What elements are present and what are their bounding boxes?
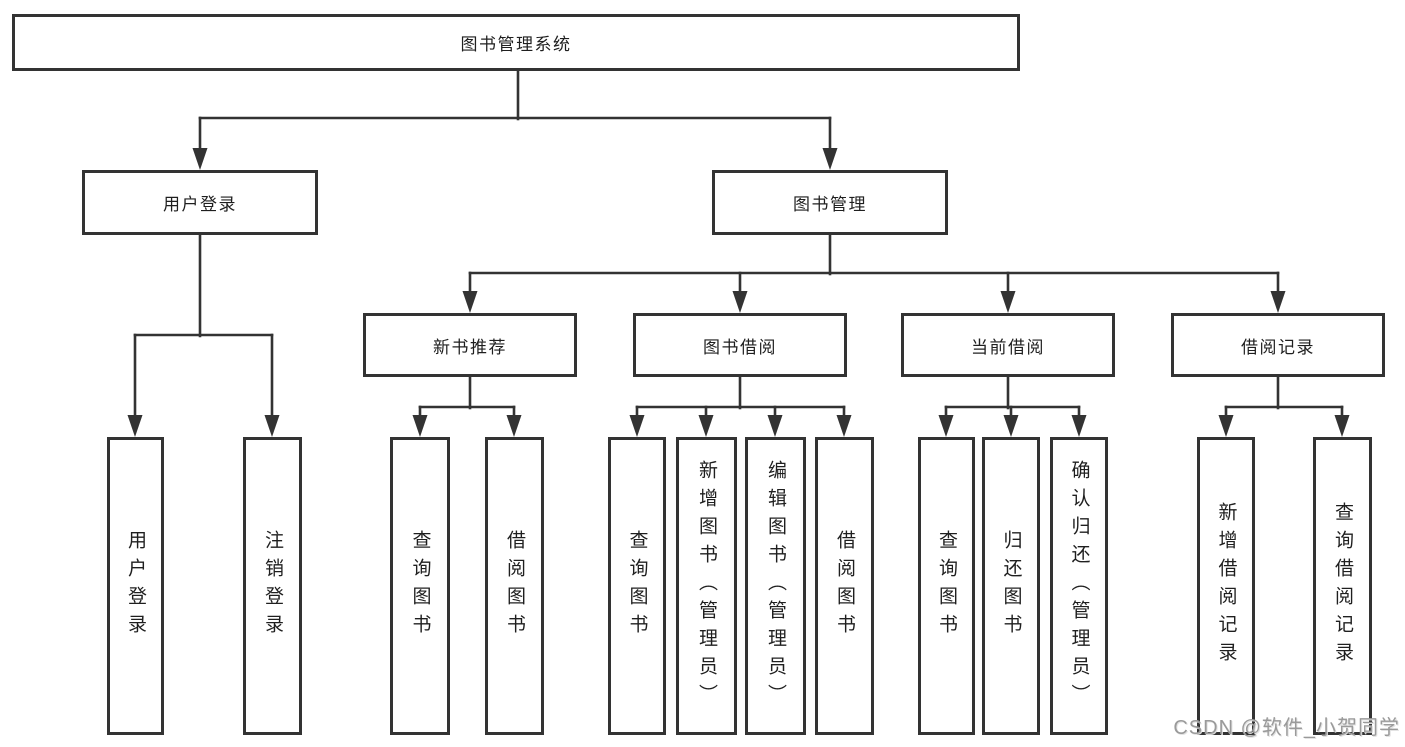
- node-current-borrowing: 当前借阅: [901, 313, 1115, 377]
- arrowhead-down-icon: [698, 415, 714, 437]
- node-leaf-query-books-recommend: 查询图书: [390, 437, 450, 735]
- node-leaf-query-borrow-record: 查询借阅记录: [1313, 437, 1372, 735]
- node-label: 借阅图书: [504, 530, 525, 642]
- node-borrowing-records: 借阅记录: [1171, 313, 1385, 377]
- node-label: 编辑图书（管理员）: [765, 460, 786, 712]
- node-label: 用户登录: [163, 195, 237, 214]
- node-leaf-add-books-admin: 新增图书（管理员）: [676, 437, 737, 735]
- node-label: 新增借阅记录: [1215, 502, 1237, 670]
- node-leaf-edit-books-admin: 编辑图书（管理员）: [745, 437, 806, 735]
- node-label: 新书推荐: [433, 337, 507, 357]
- node-leaf-add-borrow-record: 新增借阅记录: [1197, 437, 1255, 735]
- arrowhead-down-icon: [1218, 415, 1234, 437]
- node-book-management: 图书管理: [712, 170, 948, 235]
- csdn-watermark: CSDN @软件_小贺同学: [1173, 717, 1400, 739]
- arrowhead-down-icon: [836, 415, 852, 437]
- arrowhead-down-icon: [1003, 415, 1019, 437]
- node-leaf-query-books-current: 查询图书: [918, 437, 975, 735]
- arrowhead-down-icon: [1334, 415, 1350, 437]
- node-leaf-query-books-borrow: 查询图书: [608, 437, 666, 735]
- arrowhead-down-icon: [462, 291, 478, 313]
- node-label: 图书管理: [793, 195, 867, 214]
- arrowhead-down-icon: [192, 148, 208, 170]
- node-label: 图书借阅: [703, 337, 777, 357]
- arrowhead-down-icon: [1000, 291, 1016, 313]
- node-library-management-system: 图书管理系统: [12, 14, 1020, 71]
- node-label: 查询图书: [936, 530, 957, 642]
- arrowhead-down-icon: [732, 291, 748, 313]
- arrowhead-down-icon: [506, 415, 522, 437]
- node-label: 注销登录: [262, 530, 283, 642]
- node-leaf-logout: 注销登录: [243, 437, 302, 735]
- arrowhead-down-icon: [412, 415, 428, 437]
- arrowhead-down-icon: [264, 415, 280, 437]
- arrowhead-down-icon: [629, 415, 645, 437]
- arrowhead-down-icon: [1071, 415, 1087, 437]
- node-label: 新增图书（管理员）: [696, 460, 717, 712]
- node-leaf-borrow-books: 借阅图书: [815, 437, 874, 735]
- node-label: 当前借阅: [971, 337, 1045, 357]
- arrowhead-down-icon: [822, 148, 838, 170]
- node-label: 归还图书: [1000, 530, 1022, 642]
- arrowhead-down-icon: [1270, 291, 1286, 313]
- node-label: 图书管理系统: [460, 35, 572, 54]
- arrowhead-down-icon: [127, 415, 143, 437]
- node-label: 确认归还（管理员）: [1068, 460, 1090, 712]
- arrowhead-down-icon: [767, 415, 783, 437]
- node-new-book-recommend: 新书推荐: [363, 313, 577, 377]
- node-label: 查询图书: [626, 530, 648, 642]
- node-label: 查询借阅记录: [1332, 502, 1353, 670]
- node-leaf-return-books: 归还图书: [982, 437, 1040, 735]
- node-book-borrowing: 图书借阅: [633, 313, 847, 377]
- arrowhead-down-icon: [938, 415, 954, 437]
- node-leaf-user-login: 用户登录: [107, 437, 164, 735]
- node-label: 借阅记录: [1241, 337, 1315, 357]
- node-label: 用户登录: [125, 530, 146, 642]
- node-user-login: 用户登录: [82, 170, 318, 235]
- node-leaf-confirm-return-admin: 确认归还（管理员）: [1050, 437, 1108, 735]
- node-label: 查询图书: [409, 530, 431, 642]
- node-leaf-borrow-books-recommend: 借阅图书: [485, 437, 544, 735]
- node-label: 借阅图书: [834, 530, 855, 642]
